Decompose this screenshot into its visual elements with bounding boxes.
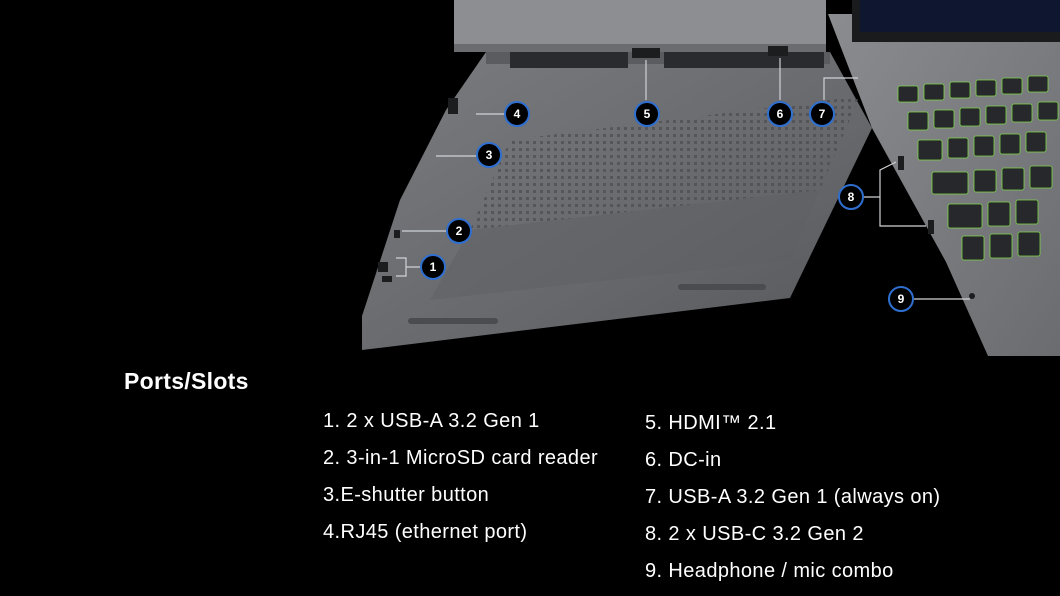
callout-6: 6 — [767, 101, 793, 127]
callout-4: 4 — [504, 101, 530, 127]
callout-5: 5 — [634, 101, 660, 127]
callout-3: 3 — [476, 142, 502, 168]
svg-text:2: 2 — [456, 224, 463, 238]
svg-text:5: 5 — [644, 107, 651, 121]
callout-9: 9 — [888, 286, 914, 312]
laptop-keyboard-deck — [828, 0, 1060, 356]
port-item-3: 3.E-shutter button — [323, 484, 490, 506]
section-heading: Ports/Slots — [124, 368, 249, 394]
port-item-1: 1. 2 x USB-A 3.2 Gen 1 — [323, 410, 540, 432]
laptop-underside — [362, 46, 872, 350]
port-item-7: 7. USB-A 3.2 Gen 1 (always on) — [645, 486, 941, 508]
svg-text:3: 3 — [486, 148, 493, 162]
svg-text:4: 4 — [514, 107, 521, 121]
svg-text:8: 8 — [848, 190, 855, 204]
svg-text:9: 9 — [898, 292, 905, 306]
laptop-lid — [454, 0, 826, 52]
port-item-8: 8. 2 x USB-C 3.2 Gen 2 — [645, 523, 864, 545]
svg-text:7: 7 — [819, 107, 826, 121]
callout-8: 8 — [838, 184, 864, 210]
laptop-ports-image: 1 2 3 4 5 6 7 8 9 — [362, 0, 1060, 356]
ports-list-right: 5. HDMI™ 2.1 6. DC-in 7. USB-A 3.2 Gen 1… — [645, 405, 940, 590]
callout-1: 1 — [420, 254, 446, 280]
svg-text:6: 6 — [777, 107, 784, 121]
port-item-4: 4.RJ45 (ethernet port) — [323, 521, 528, 543]
port-item-2: 2. 3-in-1 MicroSD card reader — [323, 447, 599, 469]
callout-lines — [396, 58, 970, 300]
callout-7: 7 — [809, 101, 835, 127]
port-item-9: 9. Headphone / mic combo — [645, 560, 894, 582]
port-item-6: 6. DC-in — [645, 449, 722, 471]
svg-text:1: 1 — [430, 260, 437, 274]
ports-list-left: 1. 2 x USB-A 3.2 Gen 1 2. 3-in-1 MicroSD… — [323, 403, 598, 551]
callout-2: 2 — [446, 218, 472, 244]
port-item-5: 5. HDMI™ 2.1 — [645, 412, 777, 434]
